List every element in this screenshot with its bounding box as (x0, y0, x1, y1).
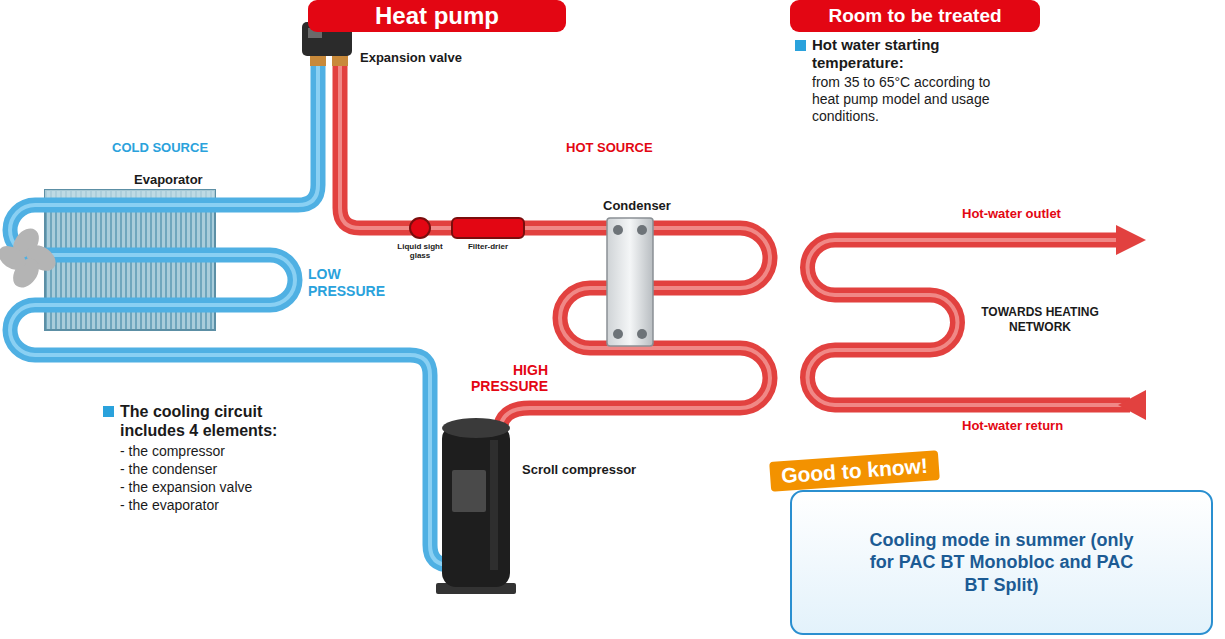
plate-port (637, 329, 647, 339)
part-label: Expansion valve (360, 50, 462, 66)
flow-label: Hot-water outlet (962, 206, 1061, 222)
filter-drier (452, 218, 524, 238)
pressure-label: HIGH PRESSURE (458, 362, 548, 394)
compressor-plate (452, 470, 486, 512)
pressure-label: LOW PRESSURE (308, 266, 393, 300)
condenser-plate (607, 218, 653, 346)
scroll-compressor (436, 418, 516, 594)
note-text: from 35 to 65°C according to heat pump m… (812, 74, 1012, 124)
compressor-dome (442, 418, 510, 438)
flow-label: TOWARDS HEATING NETWORK (975, 305, 1105, 335)
tab-title: Room to be treated (828, 5, 1001, 27)
note-heading: Good to know! (769, 450, 940, 492)
note-box: Good to know!Cooling mode in summer (onl… (790, 490, 1213, 635)
part-label: Liquid sight glass (395, 242, 445, 260)
compressor-body (442, 425, 510, 587)
note-text: Cooling mode in summer (only for PAC BT … (862, 529, 1142, 597)
list-item: - the condenser (120, 461, 217, 478)
part-label: Scroll compressor (522, 462, 636, 478)
list-item: - the evaporator (120, 497, 219, 514)
zone-label: COLD SOURCE (112, 140, 208, 156)
plate-body (607, 218, 653, 346)
tab-title: Heat pump (375, 2, 499, 30)
section-tab: Room to be treated (790, 0, 1040, 32)
list-item: - the expansion valve (120, 479, 252, 496)
sight-glass (410, 218, 430, 238)
heating-water-pipe (808, 240, 1131, 405)
pipe-highlight (340, 60, 770, 432)
list-heading: The cooling circuit includes 4 elements: (120, 402, 305, 440)
pipe-highlight (808, 240, 1131, 405)
return-arrowhead (1118, 390, 1146, 420)
compressor-shade (490, 440, 498, 570)
fan-icon (0, 224, 60, 293)
high-pressure-pipe (340, 60, 770, 432)
bullet-square (795, 40, 806, 51)
zone-label: HOT SOURCE (566, 140, 653, 156)
low-pressure-pipe (10, 60, 450, 565)
part-label: Condenser (603, 198, 671, 214)
outlet-arrowhead (1116, 225, 1146, 255)
bullet-square (103, 406, 114, 417)
section-tab: Heat pump (308, 0, 566, 32)
part-label: Evaporator (134, 172, 203, 188)
plate-port (613, 329, 623, 339)
fan-blade (0, 241, 30, 275)
pipe-highlight (10, 60, 450, 565)
plate-port (613, 225, 623, 235)
flow-label: Hot-water return (962, 418, 1063, 434)
list-item: - the compressor (120, 443, 225, 460)
plate-port (637, 225, 647, 235)
part-label: Filter-drier (452, 242, 524, 252)
note-heading: Hot water starting temperature: (812, 36, 987, 72)
